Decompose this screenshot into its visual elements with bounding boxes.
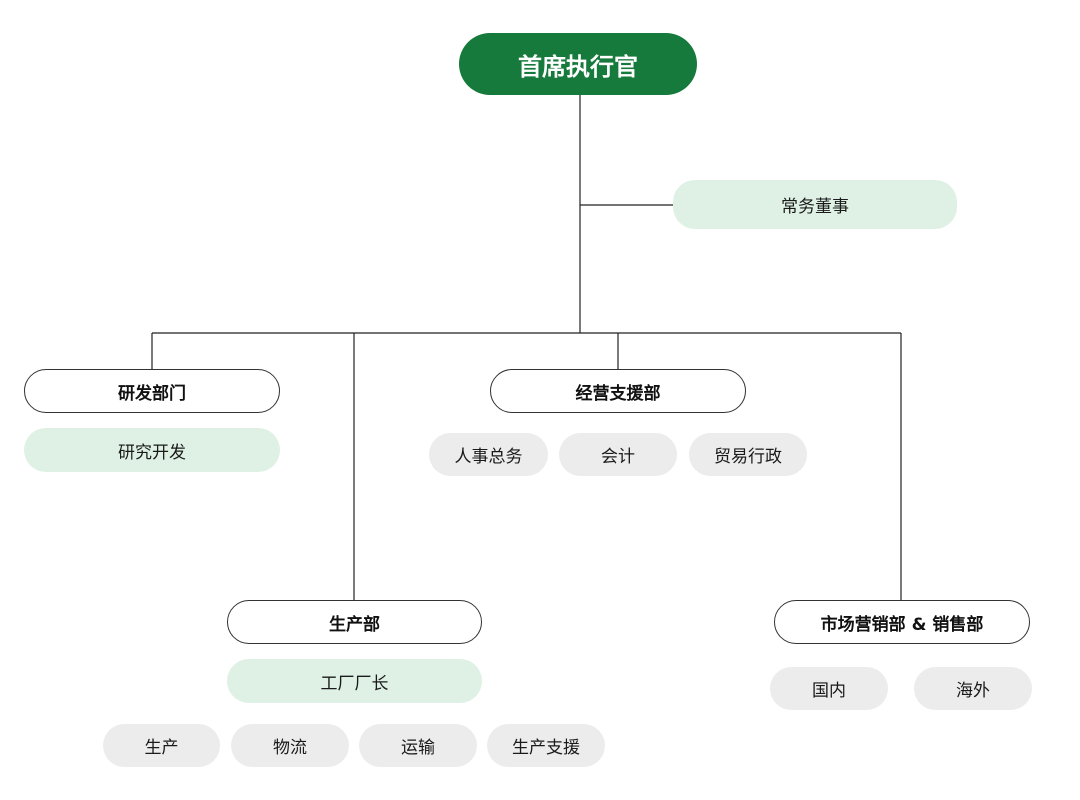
production-unit-support: 生产支援 xyxy=(487,724,605,767)
ops-unit-accounting: 会计 xyxy=(559,433,677,476)
ceo-node: 首席执行官 xyxy=(459,33,697,95)
marketing-unit-domestic: 国内 xyxy=(770,667,888,710)
production-sub-role-node: 工厂厂长 xyxy=(227,659,482,703)
marketing-unit-overseas: 海外 xyxy=(914,667,1032,710)
production-unit-manufacturing: 生产 xyxy=(103,724,220,767)
rd-sub-role-node: 研究开发 xyxy=(24,428,280,472)
ops-unit-hr: 人事总务 xyxy=(429,433,548,476)
rd-department-node: 研发部门 xyxy=(24,369,280,413)
production-unit-logistics: 物流 xyxy=(231,724,349,767)
production-unit-transport: 运输 xyxy=(359,724,477,767)
marketing-sales-node: 市场营销部 & 销售部 xyxy=(774,600,1030,644)
ops-unit-trade-admin: 贸易行政 xyxy=(689,433,807,476)
production-department-node: 生产部 xyxy=(227,600,482,644)
executive-director-node: 常务董事 xyxy=(673,180,957,229)
operations-support-node: 经营支援部 xyxy=(490,369,746,413)
